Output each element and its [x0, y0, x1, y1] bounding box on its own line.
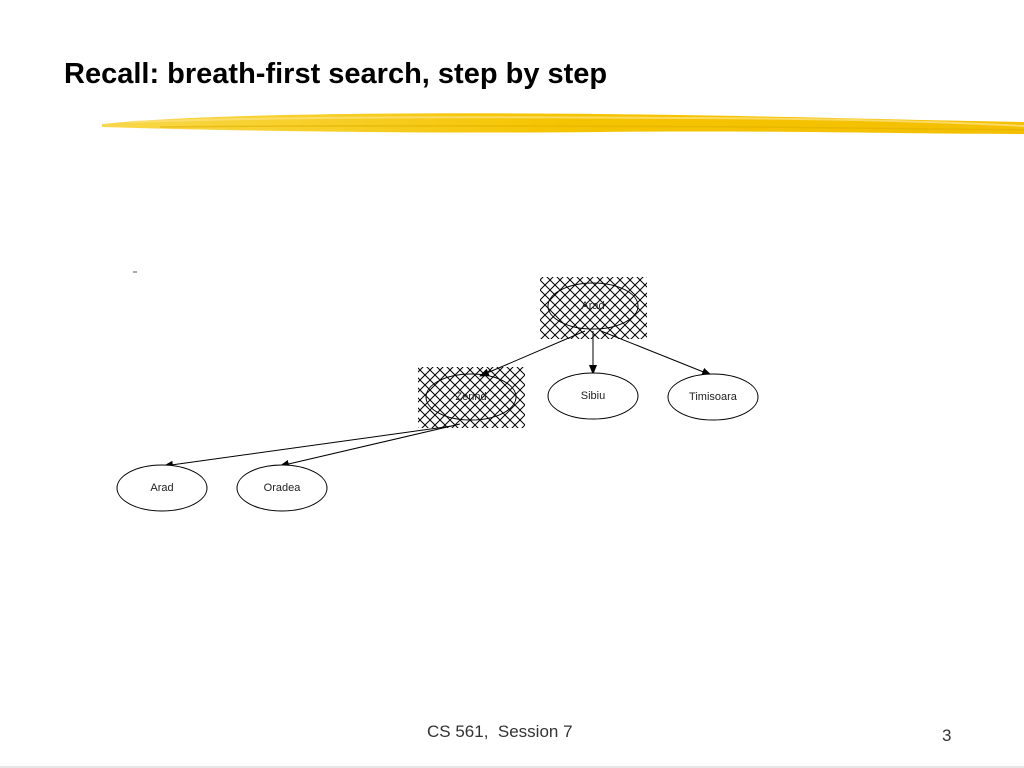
node-label: Sibiu — [581, 390, 605, 402]
node-label: Oradea — [264, 482, 302, 494]
page-number: 3 — [942, 726, 952, 745]
expanded-hatch-marker — [418, 367, 525, 428]
node-arad-leaf: Arad — [116, 464, 208, 512]
edge-zerind-arad — [163, 425, 453, 469]
node-label: Timisoara — [689, 391, 738, 403]
slide-footer: CS 561, Session 7 — [427, 722, 573, 741]
node-timisoara: Timisoara — [667, 373, 759, 421]
node-label: Arad — [150, 482, 173, 494]
node-label: Arad — [581, 300, 604, 312]
node-sibiu: Sibiu — [547, 372, 639, 420]
edge-zerind-oradea — [279, 423, 461, 468]
title-highlight-stroke — [102, 113, 1024, 134]
slide-title: Recall: breath-first search, step by ste… — [64, 58, 608, 90]
node-label: Zerind — [455, 391, 486, 403]
node-arad-root: Arad — [540, 277, 647, 339]
node-zerind: Zerind — [418, 367, 525, 428]
bottom-rule — [0, 766, 1024, 768]
node-oradea: Oradea — [236, 464, 328, 512]
